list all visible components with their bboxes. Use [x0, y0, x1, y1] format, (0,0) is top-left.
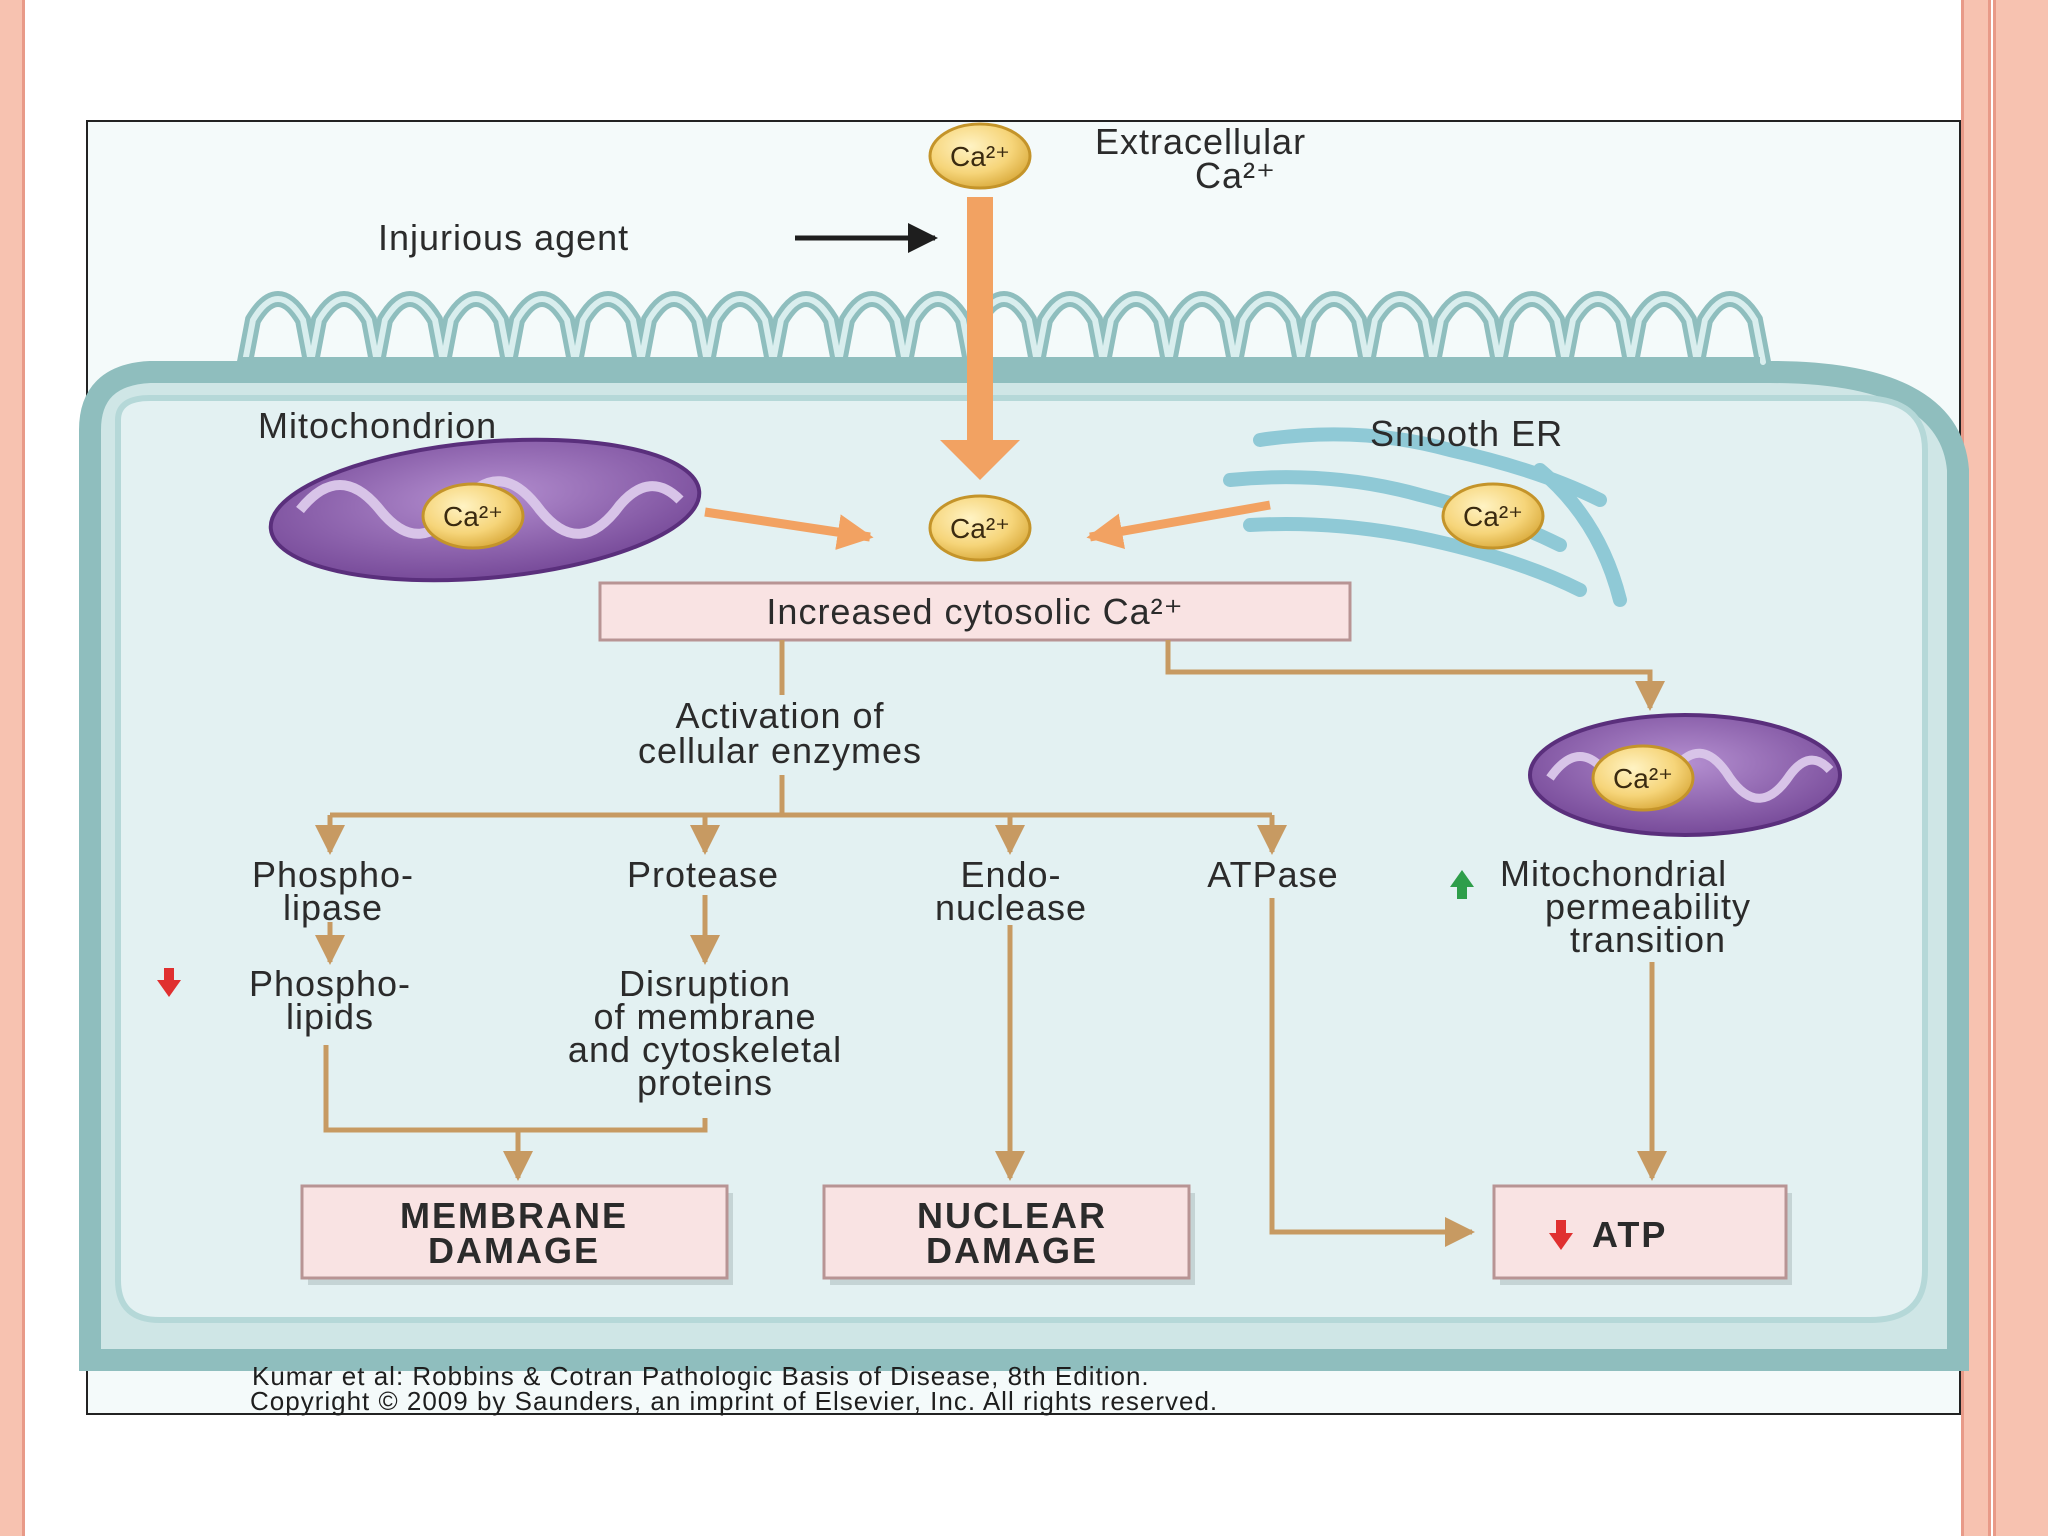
slide-accent-bar-outer	[1993, 0, 2048, 1536]
influx-arrow	[940, 197, 1020, 480]
increase-arrow-icon	[1450, 870, 1474, 899]
microvilli-highlight	[242, 296, 1766, 365]
membrane-damage-box: MEMBRANE DAMAGE	[300, 1184, 733, 1285]
smooth-er-label: Smooth ER	[1370, 413, 1563, 454]
atpase-label: ATPase	[1207, 854, 1338, 895]
citation-line2: Copyright © 2009 by Saunders, an imprint…	[250, 1386, 1218, 1416]
svg-text:DAMAGE: DAMAGE	[428, 1230, 600, 1271]
phospholipids-label-line1: Phospho-	[249, 963, 411, 1004]
atp-decrease-arrow-icon	[1549, 1220, 1573, 1250]
slide-accent-bar-left	[0, 0, 25, 1536]
membrane-top	[240, 357, 1760, 379]
phospholipase-label-line1: Phospho-	[252, 854, 414, 895]
citation-line1: Kumar et al: Robbins & Cotran Pathologic…	[252, 1361, 1150, 1391]
mpt-label-line2: permeability	[1545, 886, 1751, 927]
svg-text:ATP: ATP	[1592, 1214, 1667, 1255]
svg-text:MEMBRANE: MEMBRANE	[400, 1195, 628, 1236]
extracellular-label-line1: Extracellular	[1095, 121, 1306, 162]
mpt-label-line3: transition	[1570, 919, 1726, 960]
svg-text:Ca²⁺: Ca²⁺	[1613, 763, 1673, 794]
svg-text:DAMAGE: DAMAGE	[926, 1230, 1098, 1271]
atp-box: ATP	[1492, 1184, 1792, 1285]
extracellular-label-line2: Ca²⁺	[1195, 155, 1276, 196]
endonuclease-label-line1: Endo-	[960, 854, 1061, 895]
disruption-label-line4: proteins	[637, 1062, 773, 1103]
activation-label-line1: Activation of	[675, 695, 884, 736]
mpt-label-line1: Mitochondrial	[1500, 853, 1727, 894]
increased-cytosolic-label: Increased cytosolic Ca²⁺	[766, 591, 1183, 632]
protease-label: Protease	[627, 854, 779, 895]
svg-text:Ca²⁺: Ca²⁺	[950, 141, 1010, 172]
svg-text:Ca²⁺: Ca²⁺	[950, 513, 1010, 544]
cell-body	[79, 361, 1969, 1371]
microvilli	[237, 291, 1771, 370]
decrease-arrow-icon	[157, 968, 181, 997]
mito-release-arrow	[704, 507, 874, 550]
endonuclease-label-line2: nuclease	[935, 887, 1087, 928]
phospholipids-label-line2: lipids	[286, 996, 374, 1037]
er-release-arrow	[1086, 500, 1271, 550]
svg-text:Ca²⁺: Ca²⁺	[1463, 501, 1523, 532]
svg-text:Ca²⁺: Ca²⁺	[443, 501, 503, 532]
svg-text:NUCLEAR: NUCLEAR	[917, 1195, 1107, 1236]
increased-cytosolic-box	[598, 581, 1352, 642]
ca-ion-mitochondrion: Ca²⁺	[421, 482, 525, 550]
disruption-label-line3: and cytoskeletal	[568, 1029, 842, 1070]
activation-label-line2: cellular enzymes	[638, 730, 922, 771]
nuclear-damage-box: NUCLEAR DAMAGE	[822, 1184, 1195, 1285]
flow-lines	[315, 640, 1667, 1247]
mitochondrion-label: Mitochondrion	[258, 405, 497, 446]
ca-ion-mitochondrion-right: Ca²⁺	[1591, 744, 1695, 812]
disruption-label-line2: of membrane	[593, 996, 816, 1037]
ca-ion-cytosol: Ca²⁺	[928, 494, 1032, 562]
injurious-agent-label: Injurious agent	[378, 217, 629, 258]
ca-ion-extracellular: Ca²⁺	[928, 122, 1032, 190]
phospholipase-label-line2: lipase	[283, 887, 383, 928]
ca-ion-er: Ca²⁺	[1441, 482, 1545, 550]
disruption-label-line1: Disruption	[619, 963, 791, 1004]
